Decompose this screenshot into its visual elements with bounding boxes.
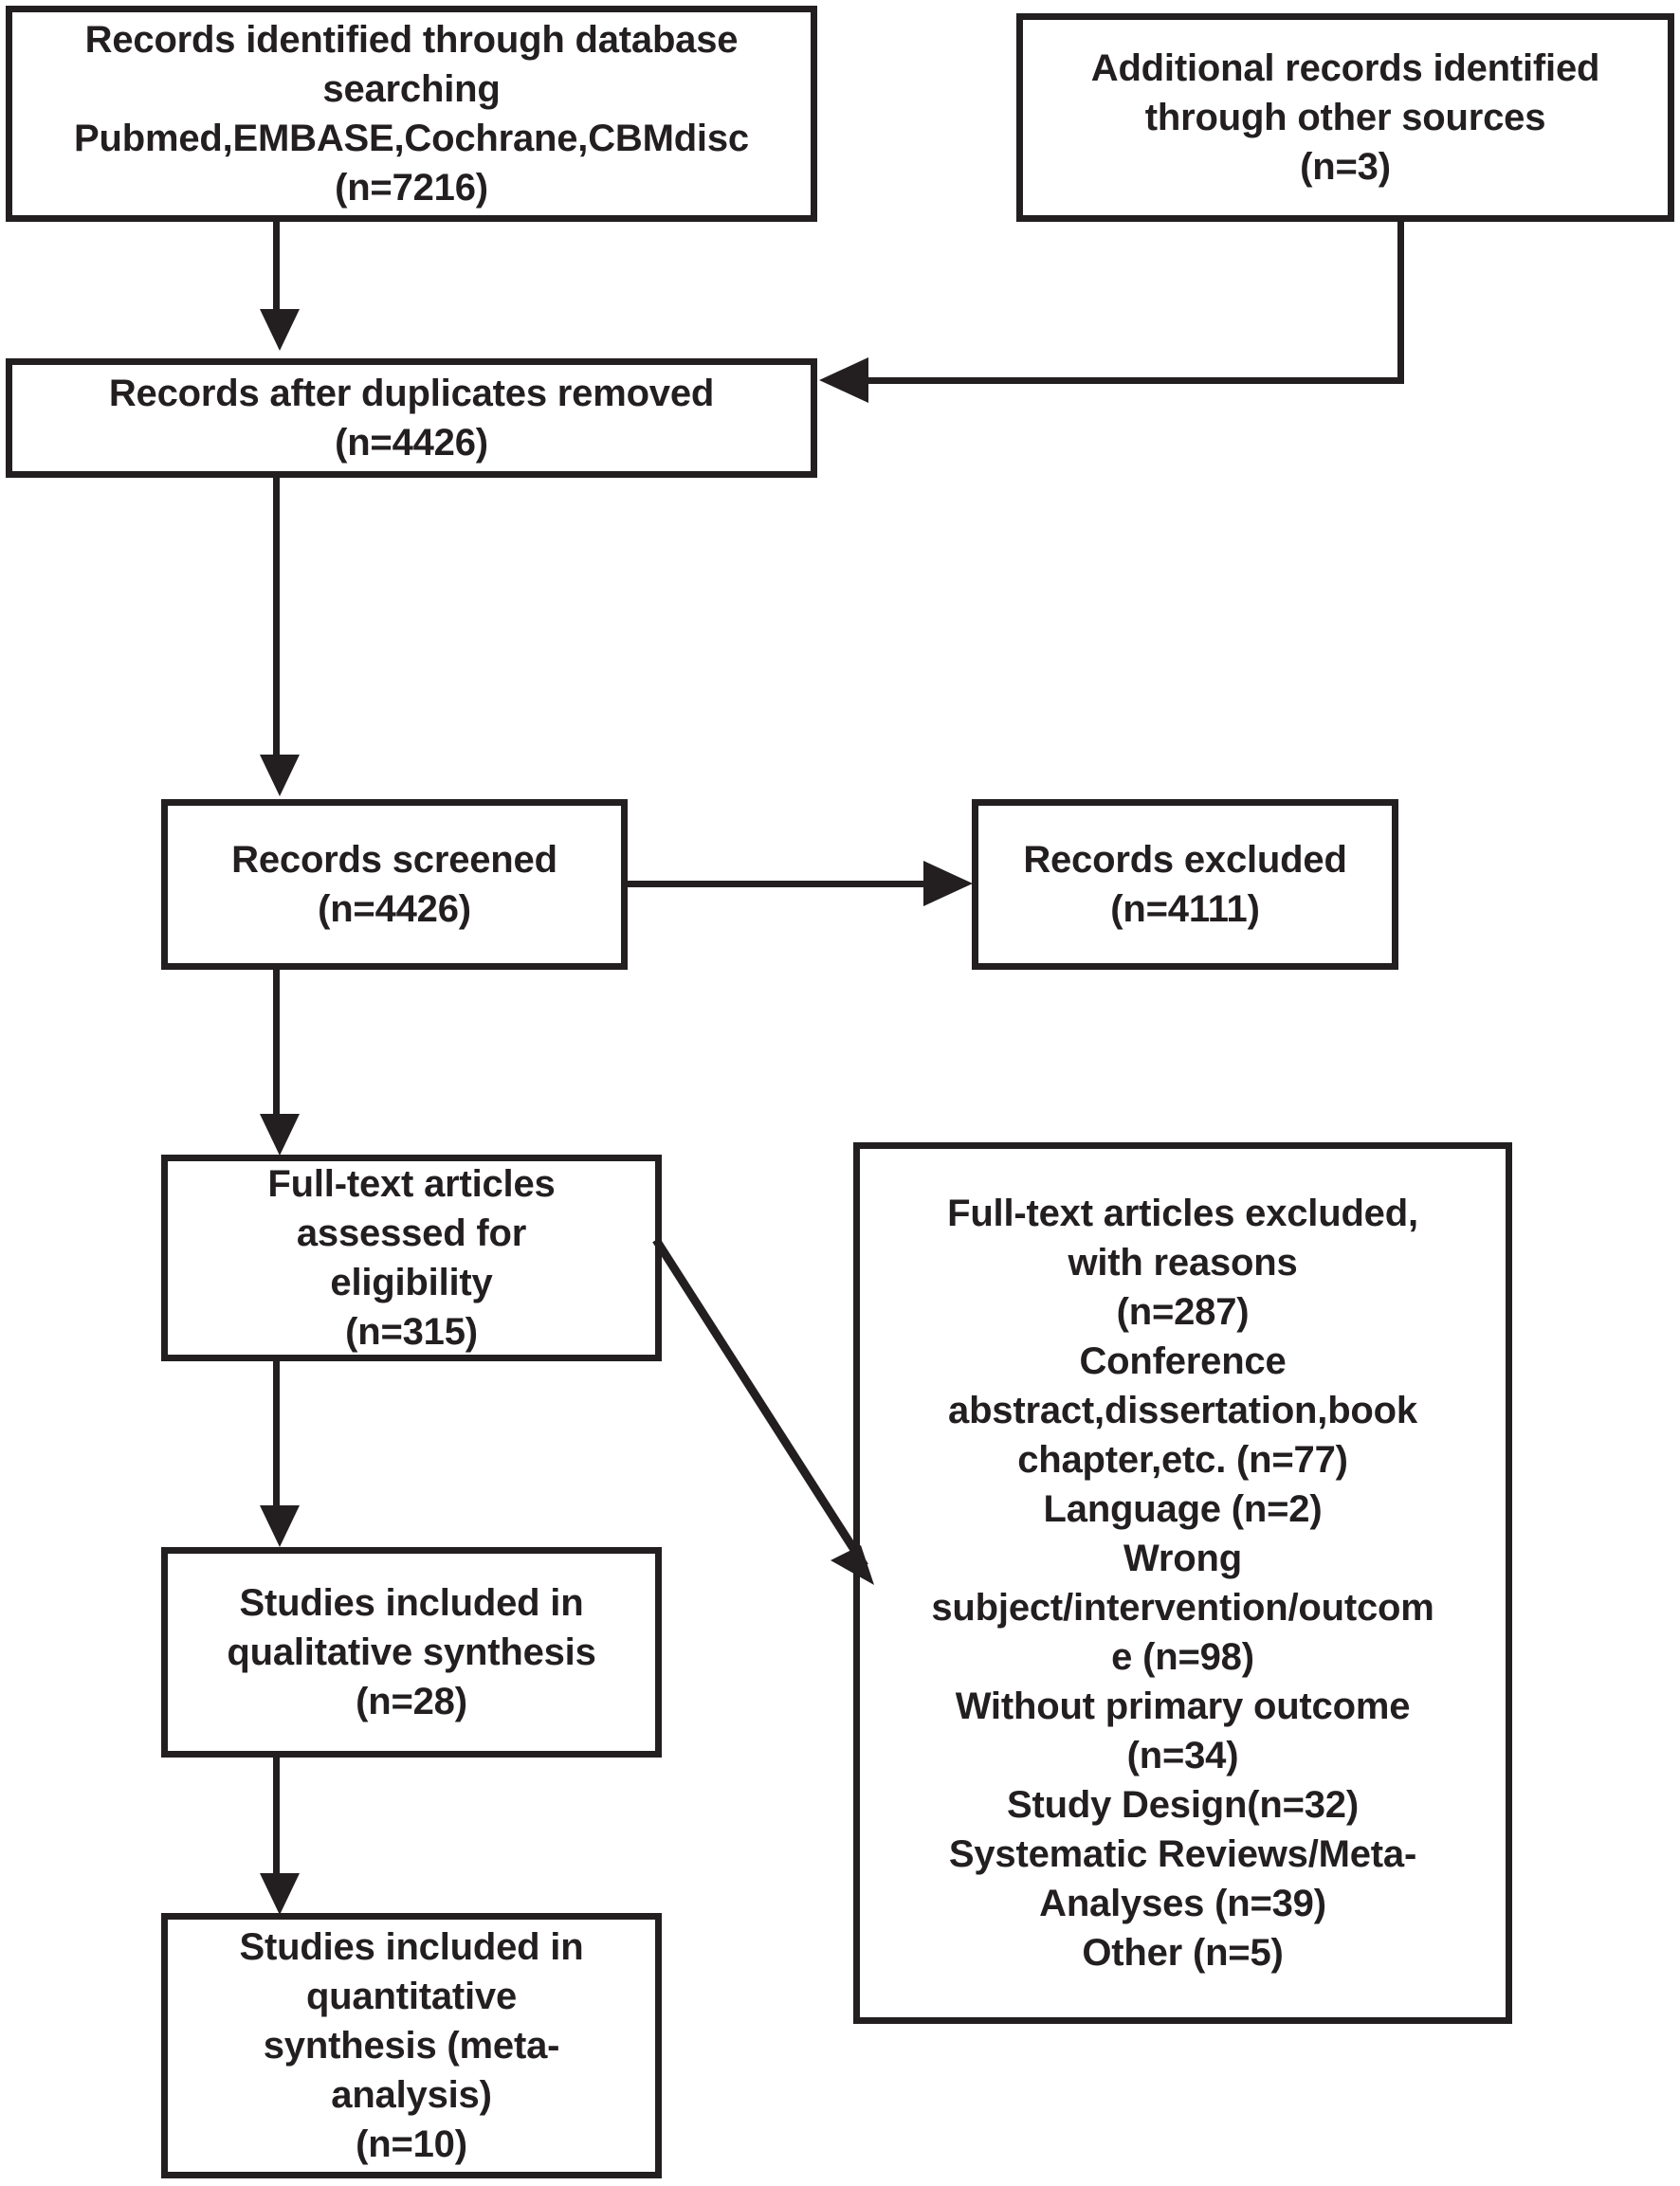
connector-screened-to-fulltext-arrowhead (260, 1114, 300, 1156)
node-label: Studies included in quantitative synthes… (239, 1926, 584, 2165)
node-records-after-duplicates-removed: Records after duplicates removed (n=4426… (6, 358, 817, 478)
node-label: Full-text articles excluded, with reason… (931, 1193, 1434, 1974)
connector-dedup-to-screened-line (273, 478, 280, 762)
connector-database-to-dedup-arrowhead (260, 309, 300, 351)
node-label: Studies included in qualitative synthesi… (227, 1582, 596, 1722)
connector-qualitative-to-quantitative-arrowhead (260, 1873, 300, 1915)
node-label: Records excluded (n=4111) (1023, 839, 1347, 930)
connector-screened-to-excluded-arrowhead (923, 861, 973, 906)
node-label: Records screened (n=4426) (231, 839, 557, 930)
node-records-excluded: Records excluded (n=4111) (972, 799, 1398, 970)
connector-screened-to-excluded-line (628, 881, 931, 887)
node-label: Full-text articles assessed for eligibil… (267, 1163, 556, 1353)
connector-fulltext-to-qualitative-line (273, 1361, 280, 1513)
node-records-identified-database-searching: Records identified through database sear… (6, 6, 817, 222)
node-label: Additional records identified through ot… (1090, 47, 1600, 188)
connector-database-to-dedup-line (273, 222, 280, 317)
node-studies-included-quantitative-synthesis: Studies included in quantitative synthes… (161, 1913, 662, 2178)
connector-fulltext-to-qualitative-arrowhead (260, 1505, 300, 1547)
connector-other-to-dedup-hline (867, 377, 1404, 384)
connector-other-to-dedup-vline (1397, 222, 1404, 383)
connector-qualitative-to-quantitative-line (273, 1758, 280, 1881)
connector-other-to-dedup-arrowhead (819, 357, 868, 403)
node-additional-records-other-sources: Additional records identified through ot… (1016, 13, 1674, 222)
node-label: Records after duplicates removed (n=4426… (108, 373, 715, 464)
node-fulltext-articles-assessed-eligibility: Full-text articles assessed for eligibil… (161, 1155, 662, 1361)
node-studies-included-qualitative-synthesis: Studies included in qualitative synthesi… (161, 1547, 662, 1758)
connector-dedup-to-screened-arrowhead (260, 755, 300, 796)
node-label: Records identified through database sear… (74, 19, 749, 209)
connector-fulltext-to-excluded-reasons-diagonal (652, 1237, 874, 1585)
node-records-screened: Records screened (n=4426) (161, 799, 628, 970)
node-fulltext-articles-excluded-with-reasons: Full-text articles excluded, with reason… (853, 1142, 1512, 2024)
connector-screened-to-fulltext-line (273, 970, 280, 1121)
